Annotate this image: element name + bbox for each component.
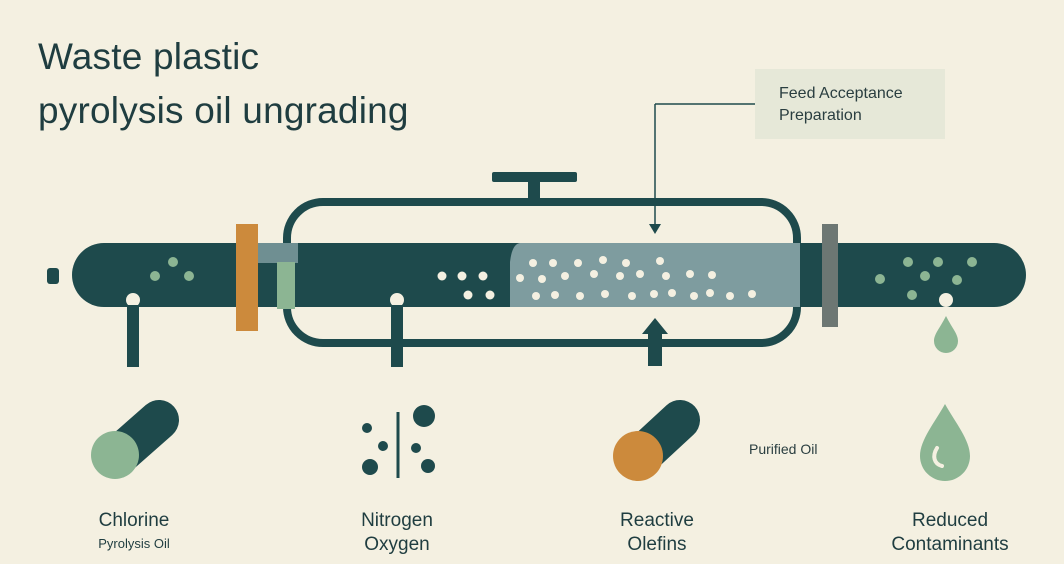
- oil-droplet-icon: [920, 404, 970, 481]
- white-particles-middle: [437, 271, 495, 300]
- label-reduced-contaminants: Reduced Contaminants: [870, 509, 1030, 557]
- callout-line-2: Preparation: [779, 107, 862, 124]
- label-chlorine-title: Chlorine: [98, 510, 170, 531]
- label-olefins: Olefins: [627, 534, 687, 555]
- green-flange: [277, 262, 295, 309]
- label-chlorine-sub: Pyrolysis Oil: [98, 536, 170, 551]
- oil-drip-icon: [934, 293, 958, 353]
- label-reactive: Reactive: [620, 510, 694, 531]
- label-contaminants: Contaminants: [891, 534, 1009, 555]
- catalyst-bed: [510, 243, 800, 307]
- left-drain-pipe: [124, 291, 142, 367]
- orange-flange: [236, 224, 258, 331]
- label-reactive-olefins: Reactive Olefins: [577, 509, 737, 557]
- white-particles-catalyst: [516, 256, 756, 300]
- top-valve-icon: [492, 172, 577, 204]
- pipe-with-green-end-icon: [91, 400, 179, 479]
- label-oxygen: Oxygen: [364, 534, 430, 555]
- green-particles-right: [875, 257, 977, 300]
- feed-acceptance-callout: Feed Acceptance Preparation: [755, 69, 945, 139]
- label-nitrogen-oxygen: Nitrogen Oxygen: [317, 509, 477, 557]
- title-line-1: Waste plastic: [38, 36, 260, 77]
- callout-line-1: Feed Acceptance: [779, 85, 903, 102]
- green-particles-left: [150, 257, 194, 281]
- label-nitrogen: Nitrogen: [361, 510, 433, 531]
- diagram-title: Waste plastic pyrolysis oil ungrading: [38, 30, 409, 138]
- up-arrow-icon: [642, 318, 668, 366]
- callout-leader-arrow: [649, 103, 755, 234]
- middle-drain-pipe: [388, 291, 406, 367]
- grey-flange: [822, 224, 838, 327]
- pipe-inner-band: [258, 243, 298, 263]
- label-chlorine: Chlorine Pyrolysis Oil: [54, 509, 214, 553]
- pipe-end-cap: [47, 268, 59, 284]
- label-reduced: Reduced: [911, 510, 989, 531]
- purified-oil-label: Purified Oil: [749, 441, 818, 457]
- pipe-with-orange-end-icon: [613, 400, 700, 481]
- molecule-dots-icon: [362, 405, 435, 478]
- title-line-2: pyrolysis oil ungrading: [38, 90, 409, 131]
